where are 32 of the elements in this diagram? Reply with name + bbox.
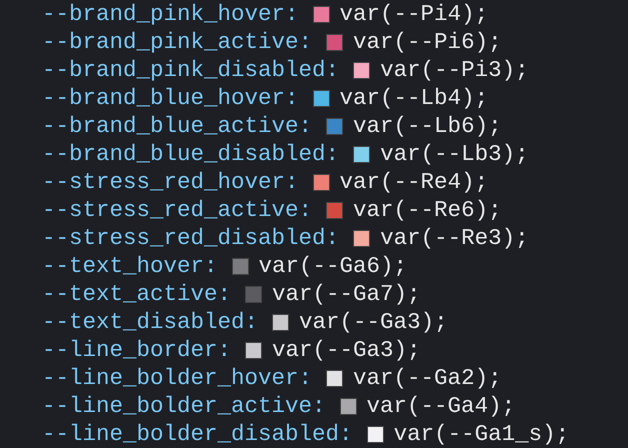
property-name: --stress_red_active:	[42, 196, 312, 224]
property-value: var(--Ga3);	[299, 308, 448, 336]
property-value: var(--Lb3);	[380, 140, 529, 168]
property-name: --stress_red_hover:	[42, 168, 299, 196]
property-value: var(--Ga3);	[272, 336, 421, 364]
property-value: var(--Re4);	[340, 168, 488, 196]
property-value: var(--Ga6);	[258, 252, 408, 280]
property-name: --brand_blue_hover:	[42, 84, 299, 112]
property-name: --line_bolder_active:	[42, 392, 326, 420]
property-value: var(--Ga2);	[353, 364, 502, 392]
property-value: var(--Pi3);	[380, 56, 529, 84]
property-name: --brand_blue_active:	[42, 112, 312, 140]
property-value: var(--Lb6);	[353, 112, 502, 140]
property-value: var(--Pi6);	[353, 28, 502, 56]
property-name: --brand_pink_hover:	[42, 0, 299, 28]
property-name: --brand_pink_active:	[42, 28, 312, 56]
property-value: var(--Ga4);	[366, 392, 516, 420]
property-value: var(--Pi4);	[340, 0, 488, 28]
property-name: --text_hover:	[42, 252, 218, 280]
property-name: --stress_red_disabled:	[42, 224, 340, 252]
property-name: --brand_pink_disabled:	[42, 56, 340, 84]
property-value: var(--Re3);	[380, 224, 529, 252]
property-name: --brand_blue_disabled:	[42, 140, 340, 168]
property-value: var(--Ga7);	[272, 280, 421, 308]
property-value: var(--Ga1_s);	[394, 420, 570, 448]
property-value: var(--Re6);	[353, 196, 502, 224]
property-name: --line_bolder_disabled:	[42, 420, 353, 448]
property-name: --line_border:	[42, 336, 232, 364]
property-name: --line_bolder_hover:	[42, 364, 312, 392]
property-name: --text_active:	[42, 280, 232, 308]
property-name: --text_disabled:	[42, 308, 258, 336]
property-value: var(--Lb4);	[340, 84, 488, 112]
